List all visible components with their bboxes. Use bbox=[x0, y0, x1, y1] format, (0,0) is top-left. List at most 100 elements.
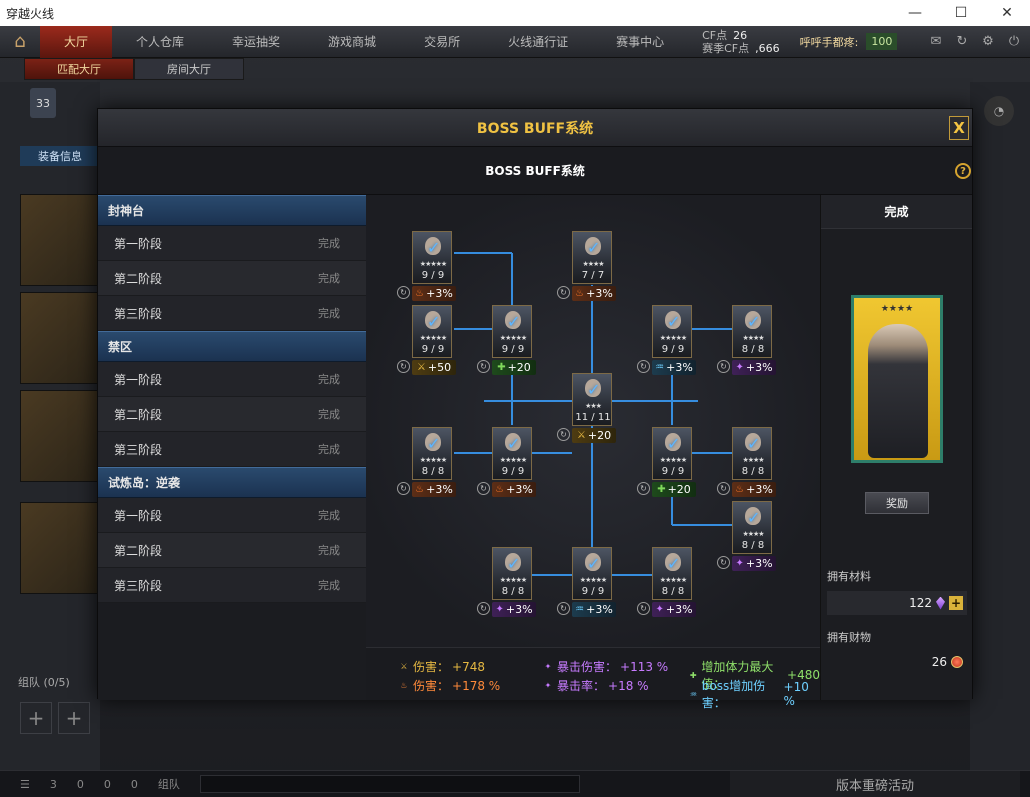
node-stars: ★★★★ bbox=[742, 456, 764, 464]
buff-node[interactable]: ✓★★★★★8 / 8↻✦+3% bbox=[477, 547, 536, 617]
buff-node[interactable]: ✓★★★11 / 11↻⚔+20 bbox=[557, 373, 616, 443]
stage-item[interactable]: 第二阶段完成 bbox=[98, 533, 366, 568]
refresh-icon[interactable]: ↻ bbox=[477, 360, 490, 373]
zone-header[interactable]: 试炼岛：逆袭 bbox=[98, 467, 366, 498]
refresh-icon[interactable]: ↻ bbox=[557, 286, 570, 299]
green-bonus-icon: ✚ bbox=[657, 484, 666, 495]
node-count: 8 / 8 bbox=[741, 344, 765, 355]
stage-name: 第一阶段 bbox=[114, 372, 163, 387]
node-stars: ★★★★★ bbox=[419, 334, 447, 342]
close-window-icon[interactable]: ✕ bbox=[1001, 5, 1013, 21]
event-banner[interactable]: 版本重磅活动 bbox=[730, 771, 1020, 797]
stage-item[interactable]: 第三阶段完成 bbox=[98, 568, 366, 603]
buff-node[interactable]: ✓★★★★★9 / 9↻⚔+50 bbox=[397, 305, 456, 375]
nav-inventory[interactable]: 个人仓库 bbox=[136, 35, 185, 49]
tab-room-lobby[interactable]: 房间大厅 bbox=[134, 58, 244, 80]
refresh-icon[interactable]: ↻ bbox=[956, 34, 968, 49]
nav-shop[interactable]: 游戏商城 bbox=[328, 35, 377, 49]
buff-node[interactable]: ✓★★★★★9 / 9↻♒+3% bbox=[637, 305, 696, 375]
settings-icon[interactable]: ⚙ bbox=[982, 34, 994, 49]
weapon-slot[interactable] bbox=[20, 390, 100, 482]
nav-exchange[interactable]: 交易所 bbox=[424, 35, 461, 49]
buff-node[interactable]: ✓★★★★★9 / 9↻♨+3% bbox=[477, 427, 536, 497]
buff-node[interactable]: ✓★★★★★9 / 9↻♨+3% bbox=[397, 231, 456, 301]
refresh-icon[interactable]: ↻ bbox=[397, 482, 410, 495]
stage-item[interactable]: 第一阶段完成 bbox=[98, 498, 366, 533]
stage-item[interactable]: 第二阶段完成 bbox=[98, 397, 366, 432]
stat-value: +748 bbox=[452, 659, 485, 674]
zone-header[interactable]: 禁区 bbox=[98, 331, 366, 362]
boss-portrait-icon: ✓★★★11 / 11 bbox=[572, 373, 612, 426]
power-icon[interactable]: ⏻ bbox=[1008, 34, 1020, 49]
nav-events[interactable]: 赛事中心 bbox=[616, 35, 665, 49]
refresh-icon[interactable]: ↻ bbox=[717, 556, 730, 569]
stats-icon[interactable]: ◔ bbox=[984, 96, 1014, 126]
add-teammate-icon[interactable]: + bbox=[20, 702, 52, 734]
refresh-icon[interactable]: ↻ bbox=[397, 360, 410, 373]
refresh-icon[interactable]: ↻ bbox=[717, 360, 730, 373]
refresh-icon[interactable]: ↻ bbox=[637, 482, 650, 495]
stage-status: 完成 bbox=[318, 579, 340, 592]
refresh-icon[interactable]: ↻ bbox=[557, 428, 570, 441]
add-materials-button[interactable]: + bbox=[949, 596, 963, 610]
node-bonus: ✦+3% bbox=[732, 556, 776, 571]
bonus-value: +3% bbox=[745, 361, 773, 374]
group-label[interactable]: 组队 bbox=[157, 778, 180, 791]
boss-portrait-icon: ✓★★★★★9 / 9 bbox=[412, 231, 452, 284]
boss-head-icon bbox=[505, 553, 521, 571]
message-icon[interactable]: ✉ bbox=[930, 34, 942, 49]
refresh-icon[interactable]: ↻ bbox=[637, 360, 650, 373]
buff-node[interactable]: ✓★★★★★8 / 8↻✦+3% bbox=[637, 547, 696, 617]
help-icon[interactable]: ? bbox=[955, 163, 971, 179]
boss-portrait-icon: ✓★★★★★8 / 8 bbox=[492, 547, 532, 600]
buff-node[interactable]: ✓★★★★★9 / 9↻✚+20 bbox=[637, 427, 696, 497]
refresh-icon[interactable]: ↻ bbox=[477, 602, 490, 615]
buff-node[interactable]: ✓★★★★★8 / 8↻♨+3% bbox=[397, 427, 456, 497]
materials-box: 122 + bbox=[827, 591, 967, 615]
reward-button[interactable]: 奖励 bbox=[865, 492, 929, 514]
buff-node[interactable]: ✓★★★★7 / 7↻♨+3% bbox=[557, 231, 616, 301]
stage-item[interactable]: 第二阶段完成 bbox=[98, 261, 366, 296]
buff-node[interactable]: ✓★★★★8 / 8↻✦+3% bbox=[717, 501, 776, 571]
materials-value: 122 bbox=[909, 596, 932, 610]
refresh-icon[interactable]: ↻ bbox=[637, 602, 650, 615]
nav-lobby[interactable]: 大厅 bbox=[40, 25, 113, 58]
check-icon: ✓ bbox=[747, 434, 761, 453]
stage-item[interactable]: 第一阶段完成 bbox=[98, 362, 366, 397]
buff-node[interactable]: ✓★★★★8 / 8↻♨+3% bbox=[717, 427, 776, 497]
refresh-icon[interactable]: ↻ bbox=[717, 482, 730, 495]
refresh-icon[interactable]: ↻ bbox=[397, 286, 410, 299]
chat-input[interactable] bbox=[199, 775, 580, 793]
check-icon: ✓ bbox=[747, 508, 761, 527]
minimize-icon[interactable]: — bbox=[908, 5, 922, 21]
stage-item[interactable]: 第三阶段完成 bbox=[98, 432, 366, 467]
home-icon[interactable]: ⌂ bbox=[14, 31, 26, 52]
boss-head-icon bbox=[505, 433, 521, 451]
check-icon: ✓ bbox=[427, 312, 441, 331]
bottom-bar: ☰ 3 0 0 0 组队 版本重磅活动 bbox=[0, 770, 1030, 797]
weapon-slot[interactable] bbox=[20, 292, 100, 384]
bonus-value: +3% bbox=[746, 483, 773, 496]
menu-icon[interactable]: ☰ bbox=[20, 777, 30, 791]
modal-close-button[interactable]: X bbox=[949, 116, 969, 140]
weapon-slot[interactable] bbox=[20, 194, 100, 286]
purple-stat-icon: ✦ bbox=[544, 681, 552, 690]
weapon-slot[interactable] bbox=[20, 502, 100, 594]
refresh-icon[interactable]: ↻ bbox=[477, 482, 490, 495]
buff-node[interactable]: ✓★★★★★9 / 9↻✚+20 bbox=[477, 305, 536, 375]
buff-node[interactable]: ✓★★★★★9 / 9↻♒+3% bbox=[557, 547, 616, 617]
boss-portrait-icon: ✓★★★★★9 / 9 bbox=[412, 305, 452, 358]
card-stars: ★★★★ bbox=[880, 304, 914, 314]
buff-node[interactable]: ✓★★★★8 / 8↻✦+3% bbox=[717, 305, 776, 375]
zone-header[interactable]: 封神台 bbox=[98, 195, 366, 226]
nav-battlepass[interactable]: 火线通行证 bbox=[508, 35, 569, 49]
stage-item[interactable]: 第一阶段完成 bbox=[98, 226, 366, 261]
refresh-icon[interactable]: ↻ bbox=[557, 602, 570, 615]
tab-match-lobby[interactable]: 匹配大厅 bbox=[24, 58, 134, 80]
stage-item[interactable]: 第三阶段完成 bbox=[98, 296, 366, 331]
equipment-tab[interactable]: 装备信息 bbox=[20, 146, 100, 166]
maximize-icon[interactable]: ☐ bbox=[954, 5, 968, 21]
node-stars: ★★★★★ bbox=[419, 456, 447, 464]
nav-lottery[interactable]: 幸运抽奖 bbox=[232, 35, 281, 49]
add-teammate-icon[interactable]: + bbox=[58, 702, 90, 734]
